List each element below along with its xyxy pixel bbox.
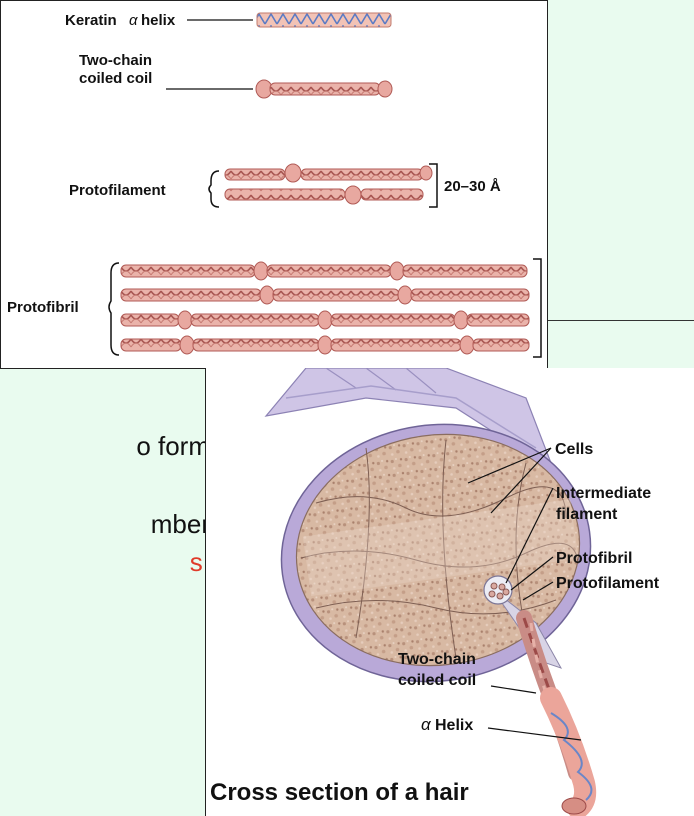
two-chain-label-line1: Two-chain <box>79 52 152 69</box>
slide-body-text: o form mber s. <box>0 420 210 588</box>
cells-label: Cells <box>555 441 593 458</box>
protofilament-bracket <box>429 163 438 208</box>
keratin-structure-diagram: Keratin α helix Two-chain coiled coil Pr… <box>7 12 542 358</box>
hair-cross-section-panel: Cells Intermediate filament Protofibril … <box>205 368 694 816</box>
keratin-helix-label: helix <box>141 12 176 29</box>
hair-leader-lines <box>467 447 582 741</box>
hair-fibre-sheath <box>264 368 553 465</box>
intermediate-filament-label-line1: Intermediate <box>556 485 651 502</box>
alpha-symbol: α <box>421 715 432 734</box>
protofilament-label: Protofilament <box>556 575 660 592</box>
divider-line <box>548 320 694 321</box>
keratin-alpha-symbol: α <box>129 12 138 29</box>
two-chain-coiled-coil-strand <box>255 79 393 99</box>
protofibril-brace <box>108 262 120 356</box>
slide-text-fragment-2-text: mber <box>150 509 210 539</box>
two-chain-label-line2: coiled coil <box>398 672 476 689</box>
keratin-prefix-label: Keratin <box>65 12 117 29</box>
protofibril-strands <box>120 261 530 355</box>
slide-text-fragment-2: mber <box>0 498 210 550</box>
hair-figure-caption: Cross section of a hair <box>210 779 469 806</box>
alpha-helix-label: Helix <box>435 717 473 734</box>
alpha-helix-end <box>540 687 597 816</box>
hair-cross-section-diagram: Cells Intermediate filament Protofibril … <box>210 368 660 816</box>
slide-text-highlight: s <box>189 547 203 577</box>
two-chain-label-line1: Two-chain <box>398 651 476 668</box>
protofibril-label: Protofibril <box>7 299 79 316</box>
protofibril-label: Protofibril <box>556 550 632 567</box>
protofilament-size-label: 20–30 Å <box>444 178 501 195</box>
two-chain-label-line2: coiled coil <box>79 70 152 87</box>
protofilament-label: Protofilament <box>69 182 166 199</box>
intermediate-filament-label-line2: filament <box>556 506 618 523</box>
protofilament-strands <box>224 163 433 205</box>
keratin-structure-panel: Keratin α helix Two-chain coiled coil Pr… <box>0 0 548 369</box>
protofibril-bracket <box>533 258 542 358</box>
protofilament-brace <box>208 170 220 208</box>
slide-text-fragment-1: o form <box>136 431 210 461</box>
keratin-alpha-helix-strand <box>256 12 392 28</box>
